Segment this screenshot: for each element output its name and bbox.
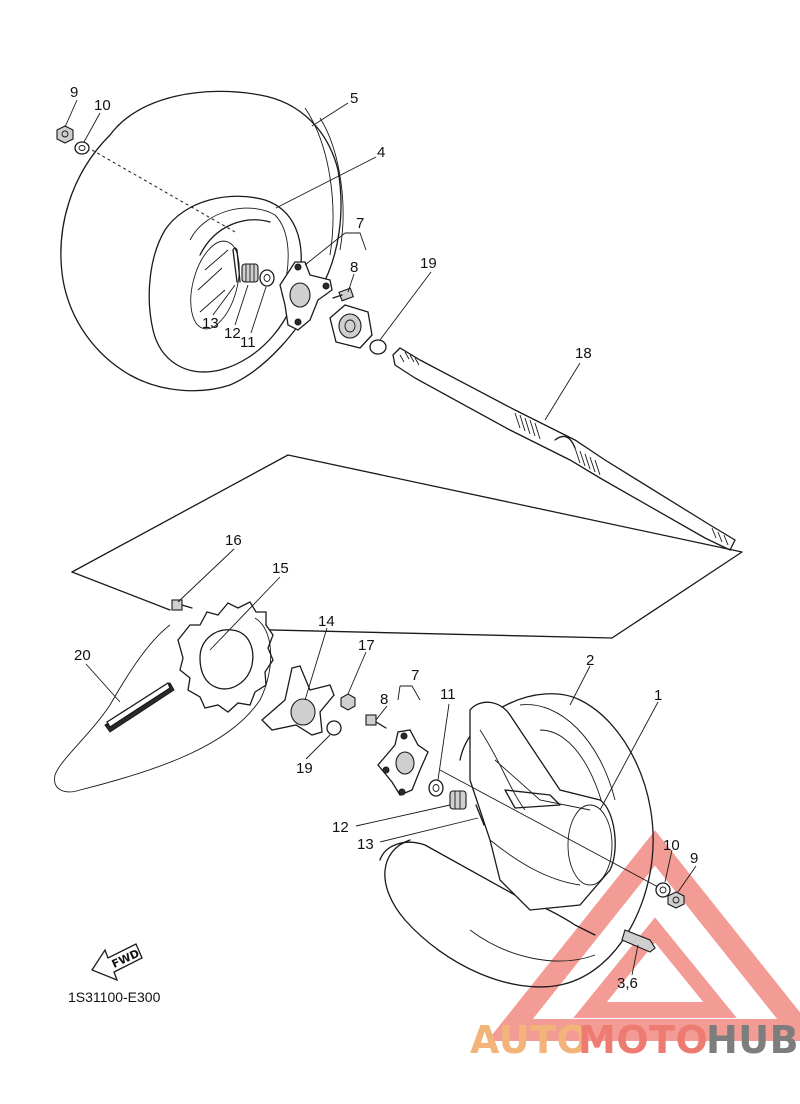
callout-17: 17	[358, 637, 375, 654]
fwd-arrow-icon: FWD	[91, 943, 143, 982]
callout-9-top: 9	[70, 84, 78, 101]
callout-16: 16	[225, 532, 242, 549]
callout-2: 2	[586, 652, 594, 669]
lower-nut-9	[667, 891, 685, 909]
sprocket-15	[177, 601, 274, 713]
upper-washer-11	[259, 269, 275, 287]
callout-19-top: 19	[420, 255, 437, 272]
callout-11-bottom: 11	[440, 686, 456, 703]
diagram-code: 1S31100-E300	[68, 989, 161, 1005]
lower-stud-line	[439, 769, 661, 889]
upper-nut-9	[56, 125, 74, 144]
assembly-outline-box-left	[71, 571, 171, 611]
watermark-text-auto: AUTO	[470, 1018, 589, 1062]
callout-7-top: 7	[356, 215, 364, 232]
watermark-logo: AUTO MOTO HUB	[470, 1018, 799, 1062]
callout-5: 5	[350, 90, 358, 107]
upper-bearing-housing	[329, 304, 373, 349]
assembly-outline-box	[71, 454, 743, 639]
callout-10-top: 10	[94, 97, 111, 114]
callout-13-top: 13	[202, 315, 219, 332]
drive-chain-20	[54, 617, 272, 793]
tire-valve-3-6	[621, 929, 656, 953]
callout-9-bottom: 9	[690, 850, 698, 867]
callout-18: 18	[575, 345, 592, 362]
lower-washer-10	[655, 882, 671, 898]
leader-lines	[64, 99, 697, 976]
callout-12-top: 12	[224, 325, 241, 342]
callout-8-bottom: 8	[380, 691, 388, 708]
hub-nut-17	[340, 693, 356, 711]
callout-10-bottom: 10	[663, 837, 680, 854]
upper-bolt-8	[332, 287, 355, 302]
watermark-text-hub: HUB	[706, 1018, 799, 1062]
callout-12-bottom: 12	[332, 819, 349, 836]
callout-11-top: 11	[240, 334, 256, 351]
callout-14: 14	[318, 613, 335, 630]
callout-numbers: 9 10 5 4 7 8 19 13 12 11 18 16 15 14 17 …	[70, 84, 698, 992]
watermark-triangle	[487, 830, 800, 1041]
callout-20: 20	[74, 647, 91, 664]
callout-8-top: 8	[350, 259, 358, 276]
callout-3-6: 3,6	[617, 975, 638, 992]
lower-washer-11	[428, 779, 444, 797]
upper-castle-nut-12	[241, 263, 259, 283]
rear-axle-18	[392, 347, 736, 551]
watermark-text-moto: MOTO	[578, 1018, 708, 1062]
lower-bolt-8	[365, 714, 387, 729]
lower-o-ring-19	[326, 720, 342, 736]
lower-rim-1	[469, 701, 616, 911]
sprocket-bolt-16	[171, 599, 193, 611]
lower-hub-7	[377, 729, 429, 796]
callout-13-bottom: 13	[357, 836, 374, 853]
callout-1: 1	[654, 687, 662, 704]
callout-7-bottom: 7	[411, 667, 419, 684]
callout-19-bottom: 19	[296, 760, 313, 777]
upper-tire-5	[60, 90, 344, 392]
stud-alignment-line	[91, 149, 236, 233]
upper-hub-7	[279, 261, 333, 331]
upper-washer-10	[74, 141, 90, 155]
callout-15: 15	[272, 560, 289, 577]
lower-castle-nut-12	[449, 790, 467, 810]
upper-o-ring-19	[369, 339, 387, 355]
callout-4: 4	[377, 144, 385, 161]
upper-cotter-pin-13	[232, 247, 241, 283]
sprocket-hub-14	[261, 665, 335, 736]
